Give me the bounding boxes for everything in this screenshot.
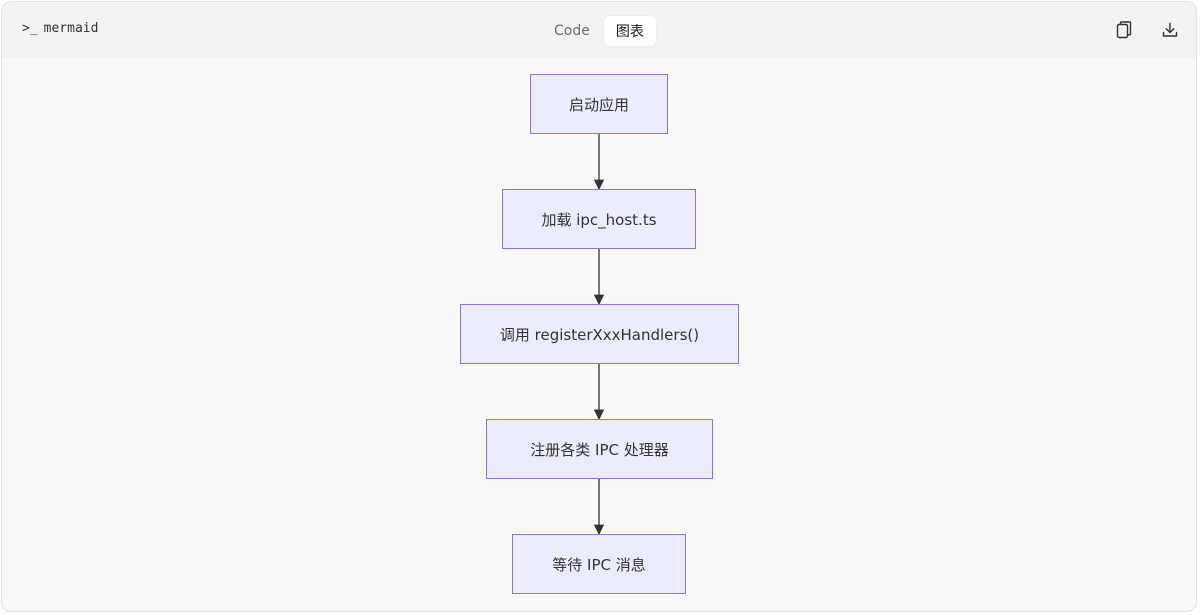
node-call-register-handlers[interactable]: 调用 registerXxxHandlers() bbox=[460, 304, 739, 364]
node-wait-ipc-message[interactable]: 等待 IPC 消息 bbox=[512, 534, 686, 594]
copy-icon bbox=[1116, 21, 1132, 39]
language-name: mermaid bbox=[43, 21, 99, 36]
node-register-ipc-handlers[interactable]: 注册各类 IPC 处理器 bbox=[486, 419, 713, 479]
language-label: >_ mermaid bbox=[22, 21, 98, 36]
node-start-app[interactable]: 启动应用 bbox=[530, 74, 668, 134]
copy-button[interactable] bbox=[1114, 20, 1134, 40]
header-actions bbox=[1114, 20, 1180, 40]
code-block-header: >_ mermaid Code 图表 bbox=[2, 2, 1196, 58]
diagram-edges bbox=[593, 134, 605, 536]
diagram-canvas: 启动应用 加载 ipc_host.ts 调用 registerXxxHandle… bbox=[2, 58, 1196, 611]
download-icon bbox=[1162, 22, 1178, 37]
download-button[interactable] bbox=[1160, 20, 1180, 40]
tab-code[interactable]: Code bbox=[554, 23, 590, 39]
node-load-ipc-host[interactable]: 加载 ipc_host.ts bbox=[502, 189, 696, 249]
view-tabs: Code 图表 bbox=[542, 16, 656, 46]
tab-diagram[interactable]: 图表 bbox=[603, 16, 656, 46]
terminal-prompt-icon: >_ bbox=[22, 21, 38, 36]
